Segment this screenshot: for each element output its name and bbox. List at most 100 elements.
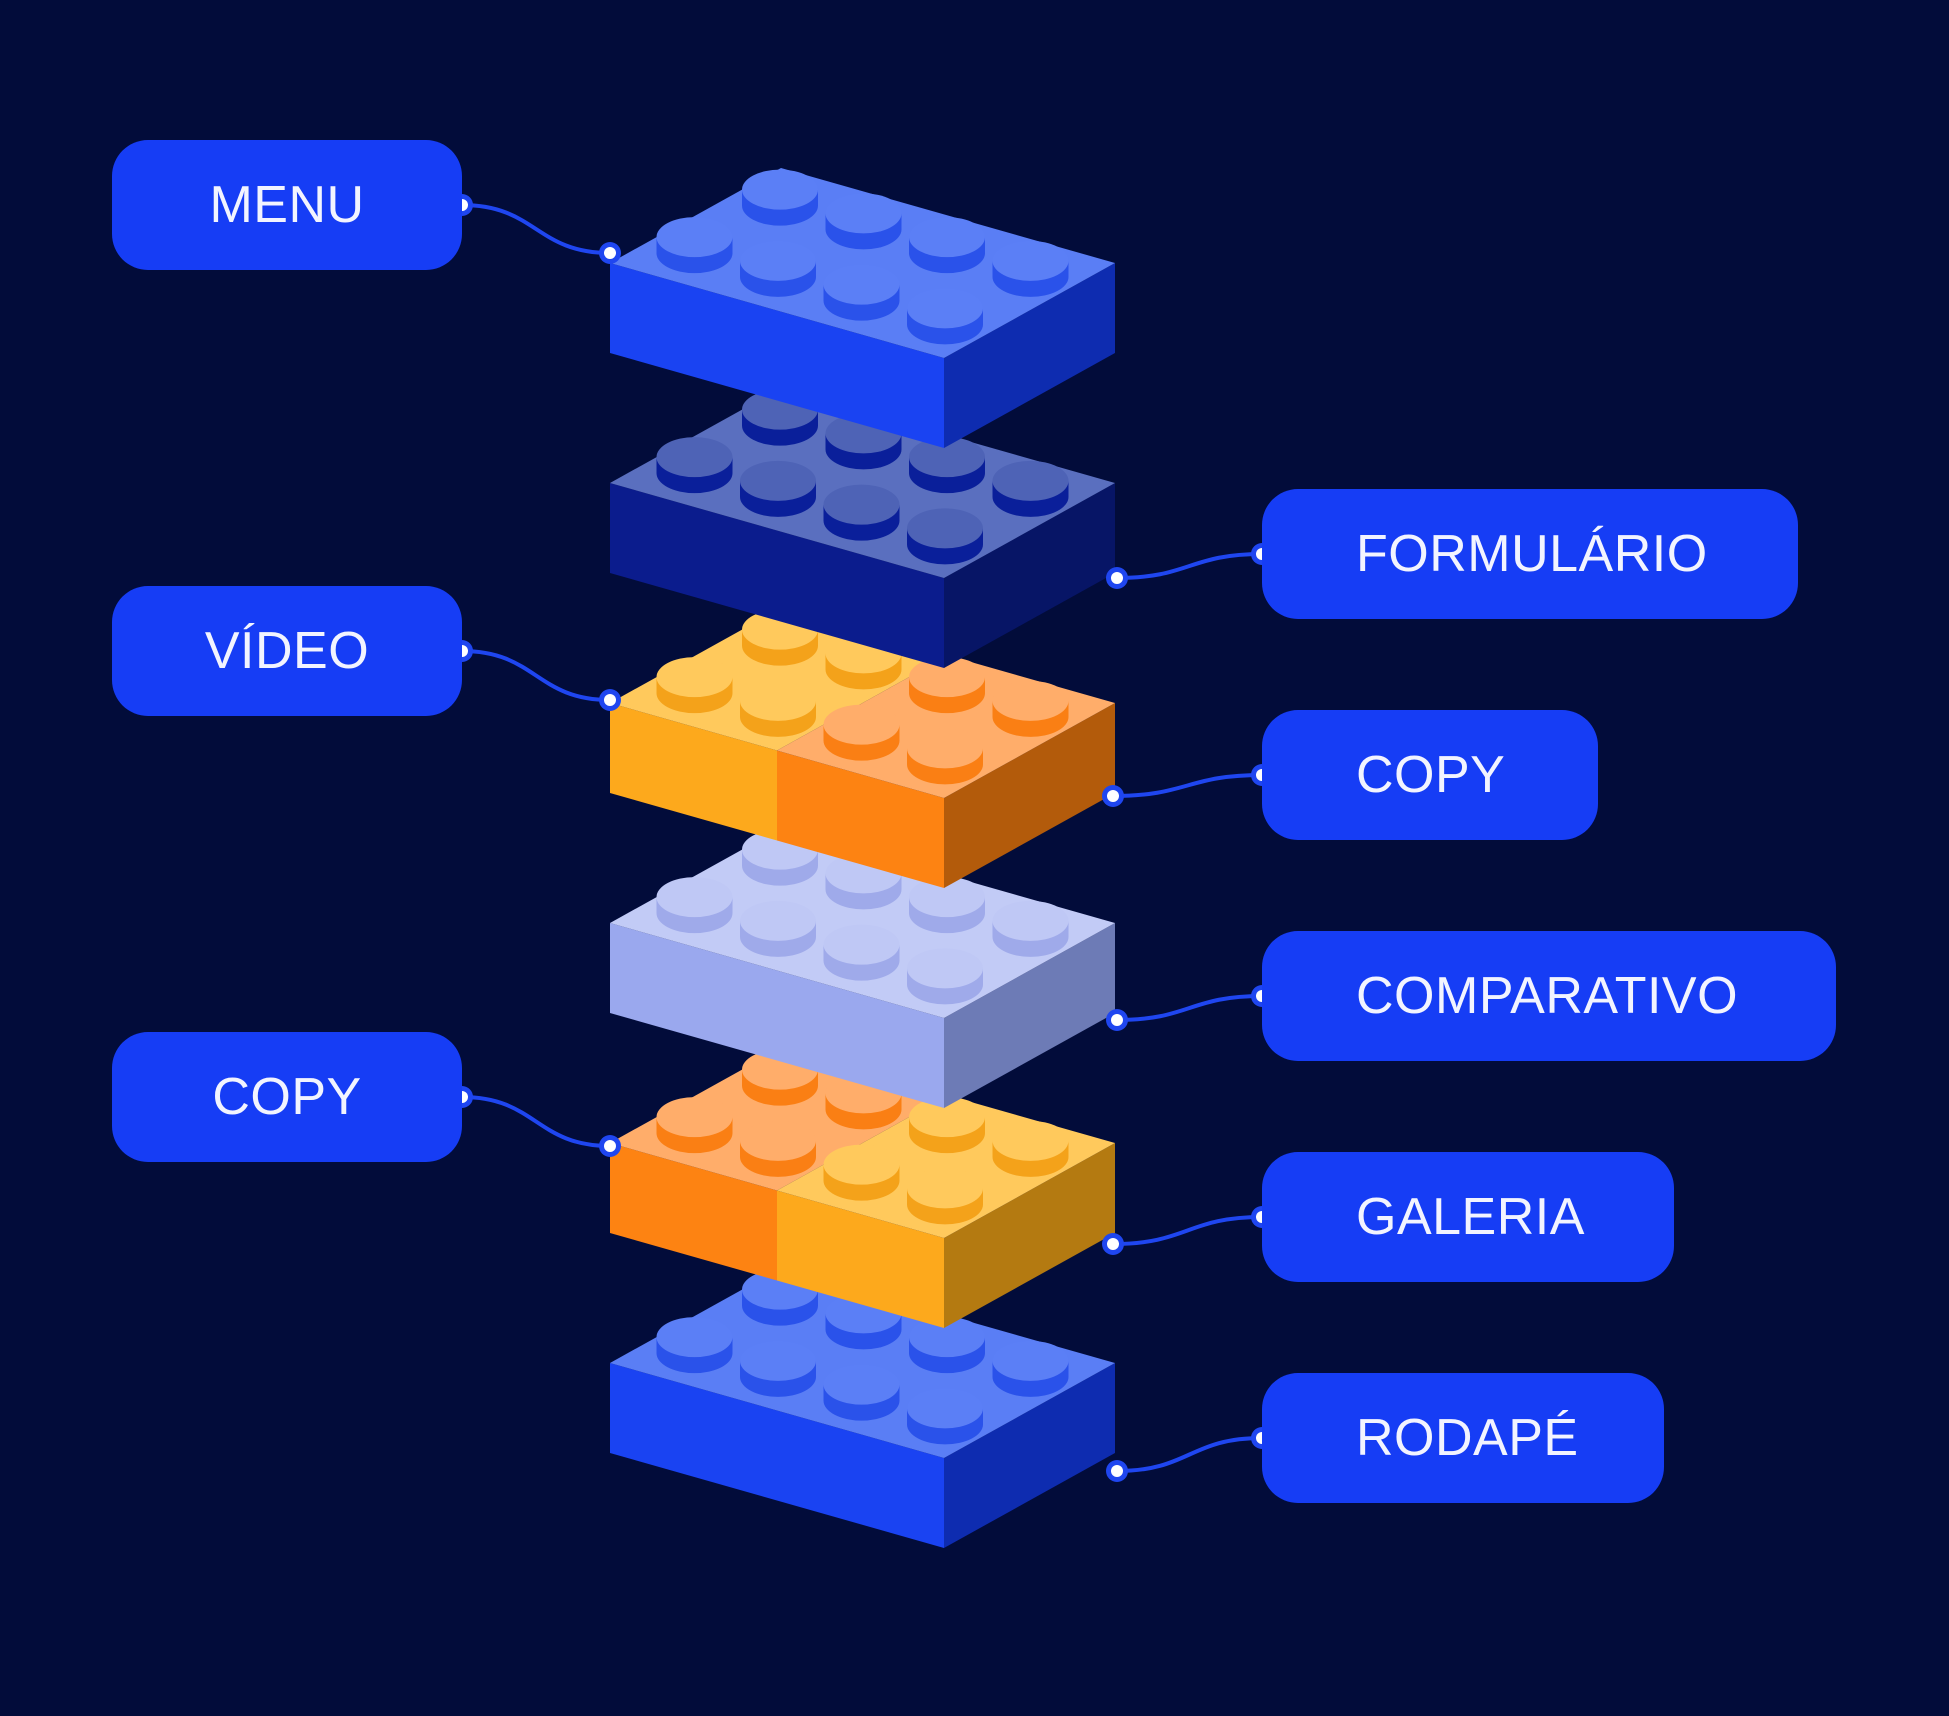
menu-label-text: MENU bbox=[209, 176, 365, 234]
comparativo-block bbox=[610, 828, 1115, 1108]
formulario-block-stud bbox=[992, 460, 1069, 517]
rodape-block-stud bbox=[823, 1364, 900, 1421]
video-label-text: VÍDEO bbox=[204, 622, 370, 680]
comparativo-connector-start-dot-center bbox=[1111, 1014, 1123, 1026]
formulario-block-stud bbox=[907, 508, 983, 565]
video-copy-block-right-face bbox=[944, 703, 1115, 888]
formulario-label: FORMULÁRIO bbox=[1262, 489, 1798, 619]
video-copy-block-stud bbox=[907, 728, 983, 785]
copy-right-connector bbox=[1102, 764, 1273, 807]
menu-block-stud bbox=[825, 193, 902, 250]
formulario-connector bbox=[1106, 543, 1273, 589]
formulario-block-stud bbox=[656, 437, 733, 494]
copy-right-connector-start-dot-center bbox=[1107, 790, 1119, 802]
menu-block bbox=[610, 168, 1115, 448]
video-connector-end-dot-center bbox=[604, 694, 616, 706]
video-copy-block-stud bbox=[656, 657, 733, 714]
video-copy-block-stud bbox=[992, 680, 1069, 737]
menu-block-stud bbox=[742, 169, 818, 226]
copy-galeria-block-stud bbox=[825, 1073, 902, 1130]
video-copy-block-left-face-b bbox=[777, 750, 944, 888]
copy-galeria-block-right-face bbox=[944, 1143, 1115, 1328]
rodape-block-stud bbox=[740, 1340, 816, 1397]
connector-lines bbox=[451, 194, 1273, 1482]
comparativo-block-left-face bbox=[610, 923, 944, 1108]
comparativo-connector-line bbox=[1116, 994, 1263, 1022]
rodape-connector-line bbox=[1116, 1436, 1263, 1473]
menu-block-right-face bbox=[944, 263, 1115, 448]
video-copy-block bbox=[610, 608, 1115, 888]
menu-block-stud bbox=[907, 288, 983, 345]
galeria-connector-line bbox=[1112, 1215, 1263, 1246]
menu-block-top-face bbox=[610, 168, 1115, 358]
rodape-label-text: RODAPÉ bbox=[1356, 1409, 1579, 1467]
rodape-connector bbox=[1106, 1427, 1273, 1482]
menu-connector bbox=[451, 194, 621, 264]
formulario-block-stud bbox=[740, 460, 816, 517]
menu-block-stud bbox=[740, 240, 816, 297]
formulario-label-text: FORMULÁRIO bbox=[1356, 525, 1708, 583]
video-copy-block-stud bbox=[823, 704, 900, 761]
menu-connector-end-dot-center bbox=[604, 247, 616, 259]
menu-block-stud bbox=[823, 264, 900, 321]
comparativo-block-right-face bbox=[944, 923, 1115, 1108]
menu-block-left-face bbox=[610, 263, 944, 448]
rodape-block-left-face bbox=[610, 1363, 944, 1548]
galeria-label-text: GALERIA bbox=[1356, 1188, 1585, 1246]
copy-galeria-block-stud bbox=[656, 1097, 733, 1154]
copy-galeria-block-left-face-a bbox=[610, 1143, 777, 1281]
galeria-connector-start-dot-center bbox=[1107, 1238, 1119, 1250]
formulario-block-left-face bbox=[610, 483, 944, 668]
menu-connector-line bbox=[461, 203, 611, 255]
copy-left-label-text: COPY bbox=[212, 1068, 362, 1126]
rodape-block-right-face bbox=[944, 1363, 1115, 1548]
comparativo-connector bbox=[1106, 985, 1273, 1031]
rodape-block bbox=[610, 1268, 1115, 1548]
copy-galeria-block-stud bbox=[907, 1168, 983, 1225]
copy-galeria-block-left-face-b bbox=[777, 1190, 944, 1328]
rodape-block-stud bbox=[656, 1317, 733, 1374]
copy-right-label: COPY bbox=[1262, 710, 1598, 840]
formulario-block-top-face bbox=[610, 388, 1115, 578]
comparativo-block-stud bbox=[992, 900, 1069, 957]
copy-right-connector-line bbox=[1112, 773, 1263, 798]
rodape-block-stud bbox=[907, 1388, 983, 1445]
comparativo-label-text: COMPARATIVO bbox=[1356, 967, 1739, 1025]
comparativo-block-stud bbox=[909, 877, 985, 934]
copy-left-connector-end-dot-center bbox=[604, 1140, 616, 1152]
menu-label: MENU bbox=[112, 140, 462, 270]
video-label: VÍDEO bbox=[112, 586, 462, 716]
comparativo-block-stud bbox=[823, 924, 900, 981]
galeria-label: GALERIA bbox=[1262, 1152, 1674, 1282]
copy-galeria-block-stud bbox=[823, 1144, 900, 1201]
rodape-connector-start-dot-center bbox=[1111, 1465, 1123, 1477]
formulario-block-stud bbox=[823, 484, 900, 541]
copy-left-label: COPY bbox=[112, 1032, 462, 1162]
formulario-block-right-face bbox=[944, 483, 1115, 668]
menu-block-stud bbox=[992, 240, 1069, 297]
formulario-block bbox=[610, 388, 1115, 668]
formulario-block-stud bbox=[909, 437, 985, 494]
copy-left-connector-line bbox=[461, 1095, 611, 1148]
copy-galeria-block-stud bbox=[992, 1120, 1069, 1177]
comparativo-label: COMPARATIVO bbox=[1262, 931, 1836, 1061]
comparativo-block-top-face bbox=[610, 828, 1115, 1018]
copy-galeria-block bbox=[610, 1048, 1115, 1328]
video-connector-line bbox=[461, 649, 611, 702]
rodape-block-stud bbox=[909, 1317, 985, 1374]
video-copy-block-stud bbox=[740, 680, 816, 737]
copy-galeria-block-stud bbox=[909, 1097, 985, 1154]
rodape-block-top-face bbox=[610, 1268, 1115, 1458]
rodape-label: RODAPÉ bbox=[1262, 1373, 1664, 1503]
menu-block-stud bbox=[656, 217, 733, 274]
formulario-connector-line bbox=[1116, 552, 1263, 580]
video-copy-block-stud bbox=[909, 657, 985, 714]
copy-left-connector bbox=[451, 1086, 621, 1157]
comparativo-block-stud bbox=[656, 877, 733, 934]
galeria-connector bbox=[1102, 1206, 1273, 1255]
copy-galeria-block-stud bbox=[740, 1120, 816, 1177]
menu-block-stud bbox=[909, 217, 985, 274]
formulario-connector-start-dot-center bbox=[1111, 572, 1123, 584]
